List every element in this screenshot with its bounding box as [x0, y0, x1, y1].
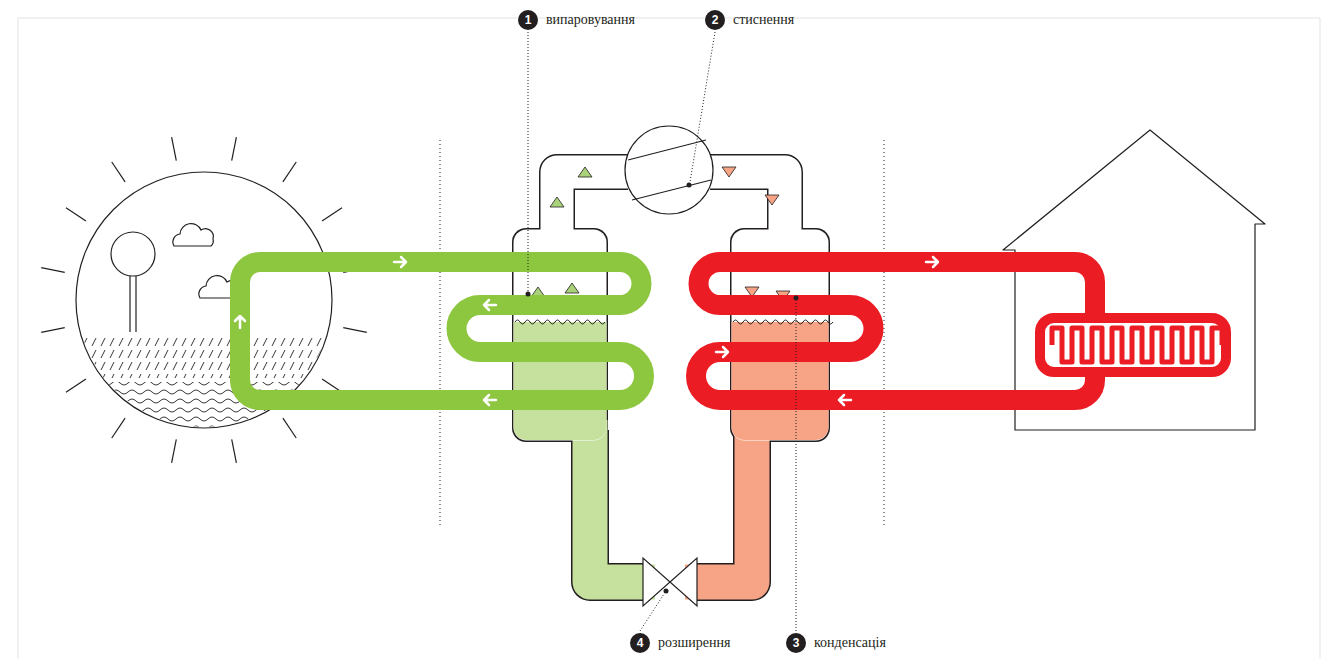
- page-frame: [18, 18, 1320, 659]
- leader-dot: [526, 292, 531, 297]
- callout-number: 2: [705, 10, 725, 30]
- callout-badge: [705, 10, 725, 30]
- tree-crown: [111, 232, 155, 276]
- liquid-pipe-fill: [590, 420, 655, 582]
- callout-label: випаровування: [546, 11, 635, 29]
- sun-ray: [172, 439, 177, 463]
- flow-arrows: [235, 257, 938, 405]
- leader-line: [690, 32, 715, 182]
- sun-ray: [232, 439, 237, 463]
- liquid-surface: [733, 320, 833, 324]
- flow-arrow: [716, 347, 728, 357]
- expansion-valve: [670, 558, 697, 606]
- source-loop: [240, 262, 644, 400]
- liquid-pipe-fill: [685, 420, 752, 582]
- flow-arrow: [235, 316, 245, 328]
- compressor: [625, 126, 713, 214]
- vapour-marker: [765, 195, 779, 205]
- liquid-surface: [515, 320, 605, 324]
- callout-badge: [518, 10, 538, 30]
- sun-ray: [322, 208, 342, 221]
- separator-line: [440, 140, 441, 525]
- leader-line: [796, 301, 797, 631]
- callout-number: 3: [786, 633, 806, 653]
- radiator-coil: [1052, 328, 1222, 362]
- callout-number: 4: [630, 633, 650, 653]
- vapour-marker: [578, 167, 592, 177]
- flow-arrow: [394, 257, 406, 267]
- flow-arrow: [484, 300, 496, 310]
- radiator: [1040, 318, 1226, 372]
- sun-rays: [41, 137, 367, 463]
- vapour-marker: [550, 197, 564, 207]
- sun-ray: [343, 328, 367, 333]
- vapour-marker: [722, 167, 736, 177]
- sun-ray: [283, 418, 296, 438]
- sun-ray: [232, 137, 237, 161]
- vapour-marker: [565, 283, 579, 293]
- sun-ray: [41, 268, 65, 273]
- sun-ray: [112, 162, 125, 182]
- tree-trunk: [129, 276, 130, 332]
- evaporator-liquid: [514, 322, 607, 440]
- leader-dot: [664, 589, 669, 594]
- compressor-blade: [632, 180, 711, 200]
- vapour-markers: [531, 167, 790, 301]
- house-outline: [1003, 130, 1265, 430]
- ground-water: [70, 336, 340, 442]
- leader-line: [528, 32, 529, 291]
- sun-ray: [112, 418, 125, 438]
- flow-arrow: [839, 395, 851, 405]
- callout-label: розширення: [658, 634, 730, 652]
- callout-badge: [630, 633, 650, 653]
- callout-number: 1: [518, 10, 538, 30]
- expansion-valve: [643, 558, 670, 606]
- leader-lines: [528, 32, 796, 631]
- sun-ray: [283, 162, 296, 182]
- leader-dots: [518, 10, 806, 653]
- ground-hatching: [70, 336, 340, 378]
- leader-line: [640, 594, 664, 631]
- sun-ray: [66, 208, 86, 221]
- sun-ray: [172, 137, 177, 161]
- leader-dot: [794, 296, 799, 301]
- leader-dot: [687, 183, 692, 188]
- callout-label: стиснення: [733, 11, 794, 29]
- flow-arrow: [926, 257, 938, 267]
- callout-badge: [786, 633, 806, 653]
- flow-arrow: [484, 395, 496, 405]
- condenser-liquid: [732, 322, 829, 440]
- cloud: [173, 224, 213, 246]
- tree-trunk: [135, 276, 136, 332]
- separator-line: [884, 140, 885, 525]
- sun-ray: [66, 379, 86, 392]
- sun-ray: [41, 328, 65, 333]
- callout-label: конденсація: [814, 634, 886, 652]
